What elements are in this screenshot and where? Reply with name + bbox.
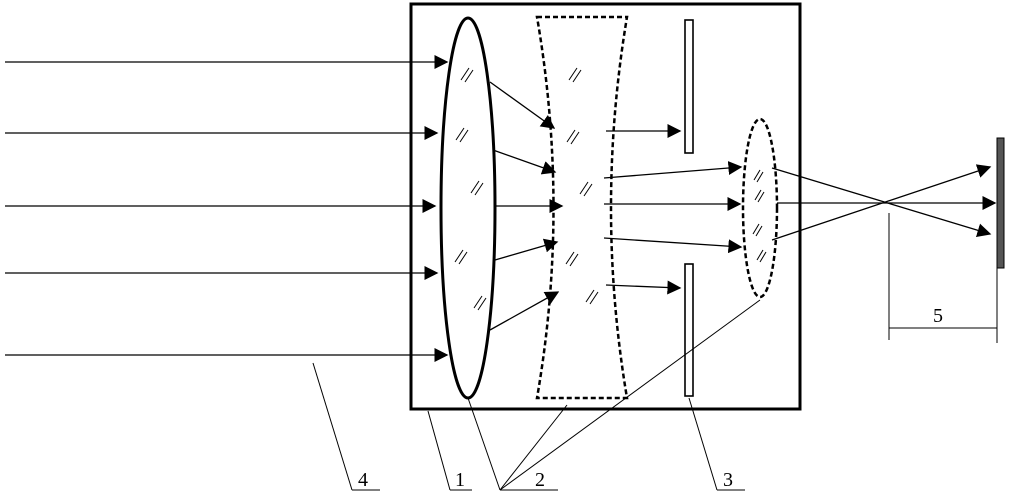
incident-rays	[5, 55, 449, 362]
distance-marker	[888, 213, 998, 343]
aperture-plate-bottom	[684, 263, 694, 397]
focusing-lens-glass-marks	[752, 169, 767, 263]
convex-lens-glass-marks	[454, 67, 487, 311]
leader-lines	[312, 299, 761, 491]
diverging-rays	[603, 124, 743, 295]
label-3: 3	[723, 469, 733, 491]
focusing-lens	[741, 117, 779, 299]
converging-rays	[489, 81, 564, 331]
concave-lens	[535, 15, 629, 400]
housing-box	[409, 2, 802, 411]
screen	[996, 137, 1005, 269]
label-4: 4	[358, 469, 368, 491]
convex-lens	[439, 16, 497, 400]
aperture-plate-top	[684, 19, 694, 154]
output-rays	[771, 164, 997, 241]
label-1: 1	[455, 469, 465, 491]
label-5: 5	[933, 305, 943, 327]
label-2: 2	[535, 469, 545, 491]
concave-lens-glass-marks	[565, 67, 599, 305]
